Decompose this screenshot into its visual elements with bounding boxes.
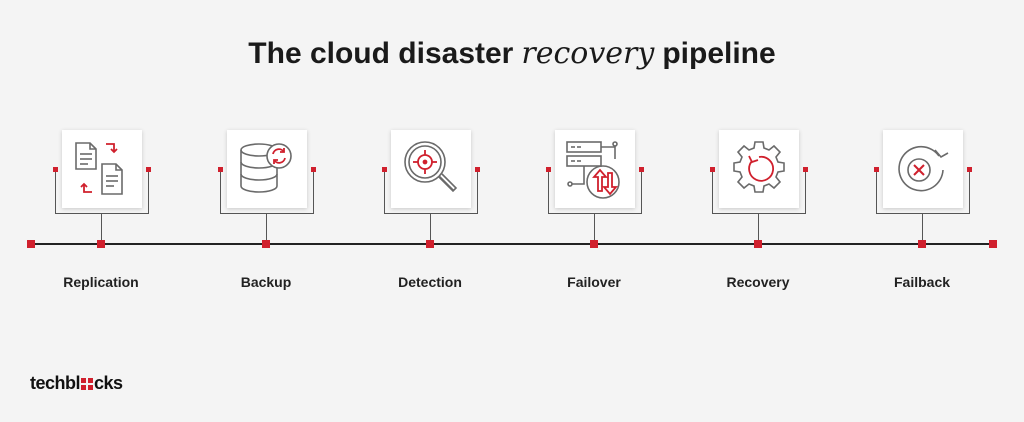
failback-icon bbox=[898, 145, 949, 192]
stage-label-recovery: Recovery bbox=[726, 274, 790, 290]
brand-logo: techbl cks bbox=[30, 373, 123, 394]
timeline-marker-recovery bbox=[754, 240, 762, 248]
stem-failback bbox=[922, 214, 923, 244]
failover-icon bbox=[566, 141, 620, 199]
stem-failover bbox=[594, 214, 595, 244]
title-part2: pipeline bbox=[662, 37, 776, 70]
title-emphasis: recovery bbox=[521, 36, 655, 71]
bracket-replication bbox=[53, 167, 151, 214]
stage-label-backup: Backup bbox=[240, 274, 292, 290]
bracket-failback bbox=[874, 167, 972, 214]
stage-label-detection: Detection bbox=[398, 274, 462, 290]
bracket-detection bbox=[382, 167, 480, 214]
replication-icon bbox=[75, 142, 123, 195]
stage-card-recovery bbox=[719, 130, 799, 208]
stage-card-replication bbox=[62, 130, 142, 208]
timeline-end-marker bbox=[989, 240, 997, 248]
timeline-start-marker bbox=[27, 240, 35, 248]
stage-label-failback: Failback bbox=[893, 274, 951, 290]
detection-icon bbox=[404, 141, 458, 193]
stage-card-failback bbox=[883, 130, 963, 208]
logo-text-end: cks bbox=[94, 373, 123, 393]
stage-label-failover: Failover bbox=[567, 274, 621, 290]
title-part1: The cloud disaster bbox=[248, 37, 514, 70]
bracket-recovery bbox=[710, 167, 808, 214]
stem-recovery bbox=[758, 214, 759, 244]
stem-detection bbox=[430, 214, 431, 244]
backup-icon bbox=[240, 143, 292, 193]
timeline-line bbox=[30, 243, 994, 245]
recovery-icon bbox=[733, 141, 785, 193]
stem-backup bbox=[266, 214, 267, 244]
timeline-marker-failback bbox=[918, 240, 926, 248]
logo-mark-icon bbox=[81, 378, 94, 390]
stage-card-detection bbox=[391, 130, 471, 208]
stem-replication bbox=[101, 214, 102, 244]
timeline-marker-detection bbox=[426, 240, 434, 248]
bracket-failover bbox=[546, 167, 644, 214]
timeline-marker-backup bbox=[262, 240, 270, 248]
timeline-marker-failover bbox=[590, 240, 598, 248]
stage-card-failover bbox=[555, 130, 635, 208]
stage-card-backup bbox=[227, 130, 307, 208]
logo-text-start: techbl bbox=[30, 373, 81, 393]
bracket-backup bbox=[218, 167, 316, 214]
timeline-marker-replication bbox=[97, 240, 105, 248]
stage-label-replication: Replication bbox=[63, 274, 139, 290]
